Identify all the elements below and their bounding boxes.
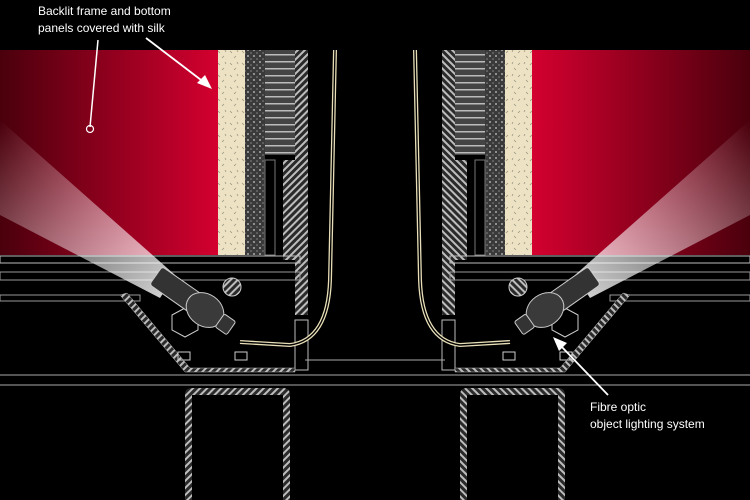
arrow-head bbox=[197, 75, 212, 89]
silk-arrow-line bbox=[145, 37, 206, 84]
silk-leader-line bbox=[89, 39, 99, 128]
annotation-line: Fibre optic bbox=[590, 400, 647, 414]
silk-annotation: Backlit frame and bottom panels covered … bbox=[38, 3, 171, 37]
annotation-line: Backlit frame and bottom bbox=[38, 4, 171, 18]
annotation-line: object lighting system bbox=[590, 417, 705, 431]
annotation-line: panels covered with silk bbox=[38, 21, 165, 35]
fibre-annotation: Fibre optic object lighting system bbox=[590, 399, 705, 433]
fibre-arrow-line bbox=[559, 344, 609, 396]
leader-dot bbox=[85, 124, 95, 134]
arrow-head bbox=[553, 337, 567, 351]
